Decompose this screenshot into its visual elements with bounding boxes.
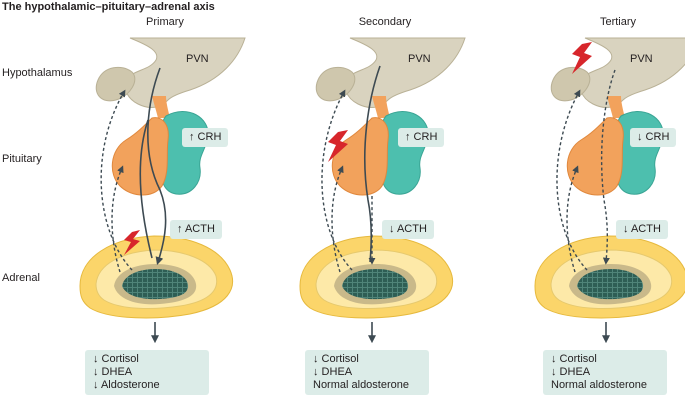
outcome-cortisol: ↓ Cortisol [93, 353, 139, 365]
lesion-bolt-icon [572, 42, 592, 74]
secondary-column-diagram [299, 37, 466, 344]
pvn-label-primary: PVN [186, 53, 209, 65]
lesion-bolt-icon [328, 130, 348, 162]
outcome-aldosterone: ↓ Aldosterone [93, 379, 160, 391]
figure-title: The hypothalamic–pituitary–adrenal axis [2, 1, 215, 13]
crh-tag-primary: ↑ CRH [182, 128, 229, 147]
tertiary-column-diagram [534, 37, 685, 344]
outcome-dhea: ↓ DHEA [93, 366, 133, 378]
outcome-cortisol: ↓ Cortisol [551, 353, 597, 365]
column-heading-tertiary: Tertiary [599, 16, 637, 28]
acth-tag-primary: ↑ ACTH [170, 220, 222, 239]
pvn-label-tertiary: PVN [630, 53, 653, 65]
primary-column-diagram [79, 37, 246, 344]
row-label-pituitary: Pituitary [2, 153, 42, 165]
acth-tag-tertiary: ↓ ACTH [616, 220, 668, 239]
outcome-aldosterone: Normal aldosterone [551, 379, 647, 391]
row-label-adrenal: Adrenal [2, 272, 40, 284]
column-heading-primary: Primary [146, 16, 184, 28]
outcome-dhea: ↓ DHEA [551, 366, 591, 378]
column-heading-secondary: Secondary [358, 16, 412, 28]
outcome-aldosterone: Normal aldosterone [313, 379, 409, 391]
acth-tag-secondary: ↓ ACTH [382, 220, 434, 239]
crh-tag-tertiary: ↓ CRH [630, 128, 677, 147]
outcome-box-secondary: ↓ Cortisol ↓ DHEA Normal aldosterone [305, 350, 429, 395]
crh-tag-secondary: ↑ CRH [398, 128, 445, 147]
outcome-dhea: ↓ DHEA [313, 366, 353, 378]
lesion-bolt-icon [124, 230, 140, 255]
outcome-cortisol: ↓ Cortisol [313, 353, 359, 365]
row-label-hypothalamus: Hypothalamus [2, 67, 73, 79]
outcome-box-primary: ↓ Cortisol ↓ DHEA ↓ Aldosterone [85, 350, 209, 395]
pvn-label-secondary: PVN [408, 53, 431, 65]
outcome-box-tertiary: ↓ Cortisol ↓ DHEA Normal aldosterone [543, 350, 667, 395]
